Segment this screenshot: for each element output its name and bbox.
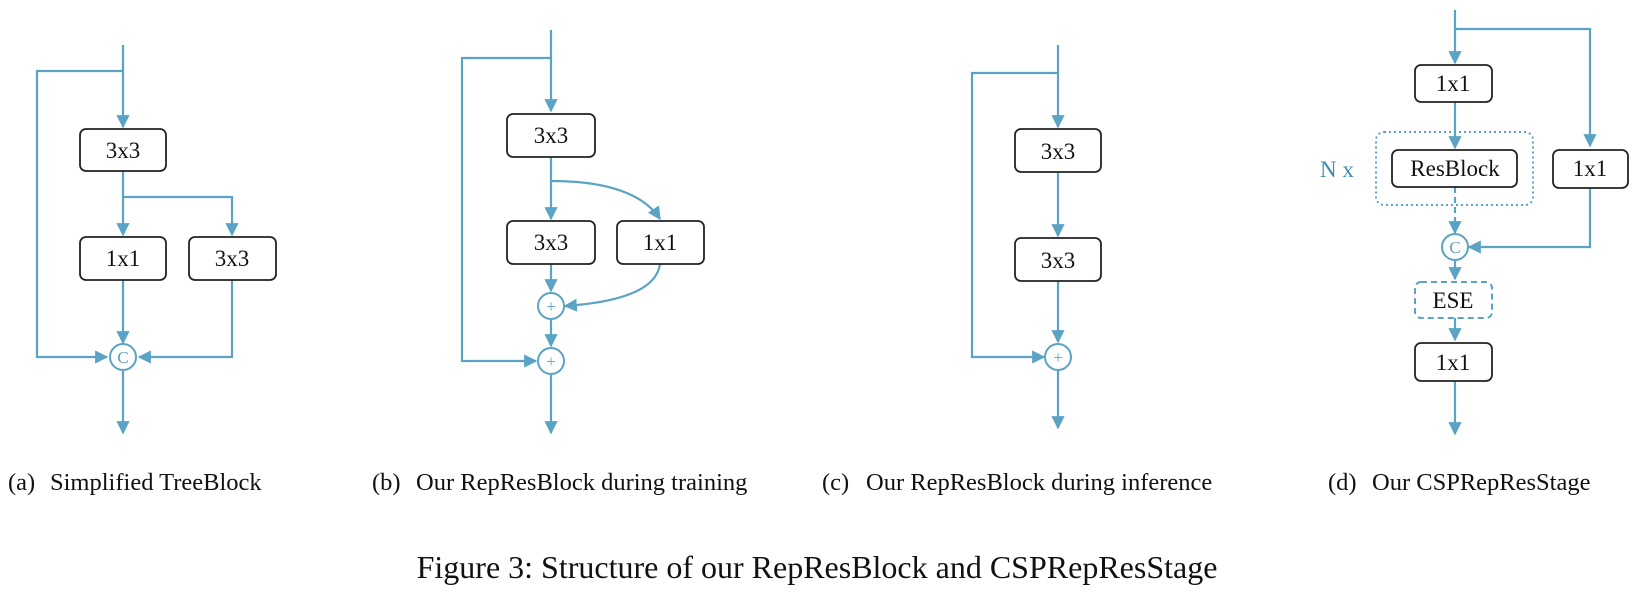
b-skip-connection (460, 56, 551, 368)
c-skip-connection (970, 71, 1058, 364)
caption-c: (c) Our RepResBlock during inference (822, 469, 1212, 496)
a-box-3x3-right (188, 236, 277, 281)
panel-a-simplified-treeblock: 3x3 1x1 3x3 C (35, 45, 277, 435)
c-box-3x3-bottom-label: 3x3 (1041, 248, 1076, 273)
c-box-3x3-top-label: 3x3 (1041, 139, 1076, 164)
a-skip-connection (35, 69, 123, 364)
b-box-3x3-top (506, 113, 596, 158)
c-add-symbol: + (1053, 348, 1063, 367)
b-top-to-right-curve (550, 179, 661, 221)
caption-c-text: Our RepResBlock during inference (866, 469, 1212, 496)
caption-b-text: Our RepResBlock during training (416, 469, 747, 496)
d-box-ese-label: ESE (1433, 288, 1474, 313)
b-box-1x1-right (616, 220, 705, 265)
d-repeat-group (1375, 131, 1534, 206)
panel-d-cspreprestage: 1x1 N x ResBlock 1x1 C ESE 1x1 (1320, 10, 1629, 436)
c-box-3x3-bottom (1014, 237, 1102, 282)
a-box-3x3-right-label: 3x3 (215, 246, 250, 271)
figure-caption: Figure 3: Structure of our RepResBlock a… (417, 549, 1218, 585)
c-box-3x3-top (1014, 128, 1102, 173)
a-concat-node (109, 343, 137, 371)
b-box-3x3-left-label: 3x3 (534, 230, 569, 255)
caption-b-tag: (b) (372, 469, 401, 496)
a-box-1x1-left-label: 1x1 (106, 246, 141, 271)
caption-d-text: Our CSPRepResStage (1372, 469, 1591, 496)
d-box-1x1-out-label: 1x1 (1436, 350, 1471, 375)
b-box-3x3-left (506, 220, 596, 265)
a-box-3x3-top-label: 3x3 (106, 138, 141, 163)
d-side-branch-arrow (1455, 27, 1597, 148)
b-add-node-1 (537, 292, 565, 320)
b-box-3x3-top-label: 3x3 (534, 123, 569, 148)
a-top-to-right-arrow (123, 195, 239, 237)
caption-a-text: Simplified TreeBlock (50, 469, 262, 496)
d-box-1x1-in-label: 1x1 (1436, 71, 1471, 96)
b-right-to-add-curve (563, 263, 662, 312)
panel-b-represblock-training: 3x3 3x3 1x1 + + (460, 30, 705, 435)
b-box-1x1-right-label: 1x1 (643, 230, 678, 255)
caption-a-tag: (a) (8, 469, 35, 496)
c-add-node (1044, 343, 1072, 371)
b-add-symbol-1: + (546, 297, 556, 316)
caption-a: (a) Simplified TreeBlock (8, 469, 262, 496)
d-side-to-concat-arrow (1467, 188, 1592, 254)
d-box-1x1-out (1414, 342, 1493, 382)
b-add-symbol-2: + (546, 352, 556, 371)
caption-b: (b) Our RepResBlock during training (372, 469, 747, 496)
d-repeat-label: N x (1320, 157, 1354, 182)
d-box-1x1-side-label: 1x1 (1573, 156, 1608, 181)
b-add-node-2 (537, 347, 565, 375)
d-box-1x1-side (1552, 149, 1629, 189)
d-box-ese (1414, 281, 1493, 319)
d-box-resblock (1391, 149, 1518, 188)
panel-c-represblock-inference: 3x3 3x3 + (970, 45, 1102, 430)
caption-d: (d) Our CSPRepResStage (1328, 469, 1591, 496)
d-concat-node (1441, 233, 1469, 261)
caption-d-tag: (d) (1328, 469, 1357, 496)
d-box-1x1-in (1414, 64, 1493, 103)
a-box-1x1-left (79, 236, 167, 281)
a-concat-symbol: C (117, 348, 128, 367)
a-right-to-concat-arrow (137, 280, 234, 364)
d-concat-symbol: C (1449, 238, 1460, 257)
d-box-resblock-label: ResBlock (1410, 156, 1500, 181)
caption-c-tag: (c) (822, 469, 849, 496)
a-box-3x3-top (79, 128, 167, 172)
